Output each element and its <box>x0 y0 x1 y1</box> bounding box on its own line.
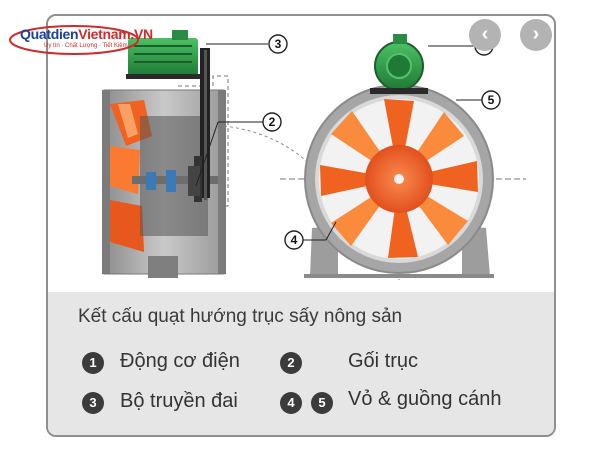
callout-3: 3 <box>268 34 288 54</box>
site-logo: QuatdienVietnam.VN Uy tín · Chất Lượng ·… <box>8 24 156 64</box>
svg-text:2: 2 <box>269 115 276 129</box>
image-frame: 3 2 1 5 4 Kết cấu quạt hướng trục sấy nô… <box>46 14 556 437</box>
callout-leaders <box>195 43 482 241</box>
prev-image-button[interactable]: ‹ <box>469 19 501 51</box>
callout-2: 2 <box>262 112 282 132</box>
svg-text:4: 4 <box>291 233 298 247</box>
logo-wordmark: QuatdienVietnam.VN <box>20 26 153 42</box>
callout-4: 4 <box>284 230 304 250</box>
next-image-button[interactable]: › <box>520 19 552 51</box>
legend-badge-2: 2 <box>280 352 302 374</box>
legend-label-motor: Động cơ điện <box>120 350 240 372</box>
logo-tagline: Uy tín · Chất Lượng · Tiết Kiệm <box>44 43 128 49</box>
chevron-left-icon: ‹ <box>481 23 489 45</box>
legend-title: Kết cấu quạt hướng trục sấy nông sản <box>78 306 403 327</box>
front-view <box>280 34 526 280</box>
chevron-right-icon: › <box>532 23 540 45</box>
legend-label-housing-impeller: Vỏ & guồng cánh <box>348 388 502 410</box>
callout-5: 5 <box>481 90 501 110</box>
svg-text:3: 3 <box>275 37 282 51</box>
legend-badge-1: 1 <box>82 352 104 374</box>
legend-label-belt-drive: Bộ truyền đai <box>120 390 238 412</box>
svg-text:5: 5 <box>488 93 495 107</box>
legend-badge-3: 3 <box>82 392 104 414</box>
legend-badge-5: 5 <box>311 392 333 414</box>
legend-label-bearing: Gối trục <box>348 350 419 372</box>
legend-badge-4: 4 <box>280 392 302 414</box>
side-view <box>102 30 349 278</box>
fan-structure-illustration: 3 2 1 5 4 <box>102 30 526 280</box>
legend-panel: Kết cấu quạt hướng trục sấy nông sản 1 Đ… <box>48 292 554 435</box>
logo-swoosh-icon <box>9 25 139 55</box>
